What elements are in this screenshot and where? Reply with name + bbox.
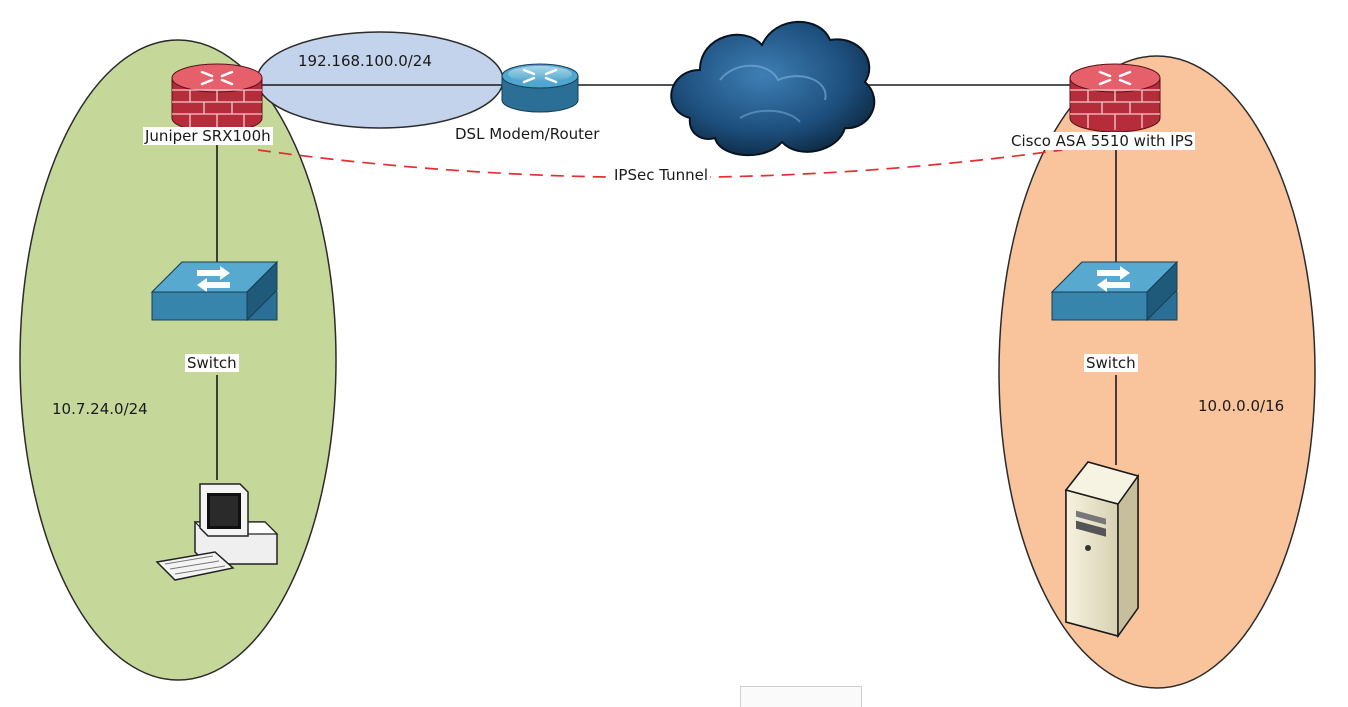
wan-subnet-label: 192.168.100.0/24 — [298, 52, 432, 70]
right-switch-icon — [1050, 260, 1179, 322]
dsl-router-icon — [501, 63, 579, 113]
cisco-label: Cisco ASA 5510 with IPS — [1009, 132, 1196, 150]
left-lan-zone — [19, 39, 337, 681]
juniper-label: Juniper SRX100h — [143, 127, 273, 145]
left-switch-label: Switch — [185, 354, 239, 372]
juniper-firewall-icon — [171, 63, 263, 133]
right-lan-subnet-label: 10.0.0.0/16 — [1198, 397, 1285, 415]
internet-cloud-icon — [670, 20, 876, 156]
bottom-tab-stub — [740, 686, 862, 707]
cisco-firewall-icon — [1069, 63, 1161, 133]
workstation-icon — [155, 483, 279, 581]
wan-subnet-zone — [256, 31, 504, 129]
server-icon — [1064, 461, 1140, 639]
right-lan-zone — [998, 55, 1316, 689]
left-switch-icon — [150, 260, 279, 322]
right-switch-label: Switch — [1084, 354, 1138, 372]
dsl-router-label: DSL Modem/Router — [455, 125, 600, 143]
left-lan-subnet-label: 10.7.24.0/24 — [52, 400, 148, 418]
ipsec-tunnel-label: IPSec Tunnel — [612, 166, 711, 184]
